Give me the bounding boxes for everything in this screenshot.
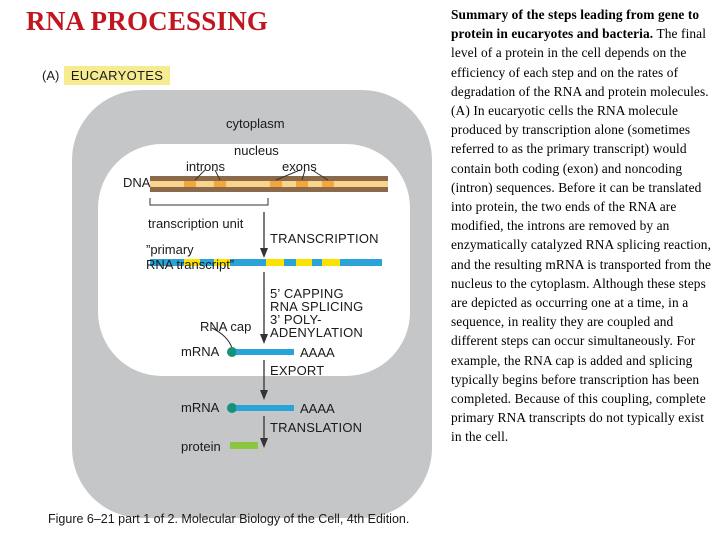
- mrna-cytoplasm-molecule: [227, 403, 294, 413]
- summary-body: The final level of a protein in the cell…: [451, 26, 712, 445]
- label-polya-nucleus: AAAA: [300, 345, 335, 360]
- panel-letter: (A): [42, 68, 60, 83]
- dna-double-strand: [150, 176, 388, 192]
- figure-graphics: [72, 90, 432, 518]
- label-dna: DNA: [123, 175, 151, 190]
- label-nucleus: nucleus: [234, 143, 279, 158]
- arrow-processing: [260, 272, 268, 344]
- figure-caption: Figure 6–21 part 1 of 2. Molecular Biolo…: [48, 512, 410, 526]
- arrow-export: [260, 360, 268, 400]
- primary-rna-transcript: [150, 259, 382, 266]
- summary-lead: Summary of the steps leading from gene t…: [451, 7, 700, 42]
- step-capping-line4: ADENYLATION: [270, 325, 363, 340]
- arrow-transcription: [260, 212, 268, 258]
- rna-processing-figure: (A) EUCARYOTES cytoplasm nucleus introns…: [42, 66, 432, 526]
- step-translation: TRANSLATION: [270, 420, 363, 435]
- step-capping-line3: 3’ POLY-: [270, 312, 322, 327]
- mrna-nucleus-molecule: [211, 327, 294, 357]
- step-capping-line2: RNA SPLICING: [270, 299, 364, 314]
- label-rna-cap: RNA cap: [200, 319, 252, 334]
- label-protein: protein: [181, 439, 221, 454]
- label-polya-cytoplasm: AAAA: [300, 401, 335, 416]
- transcription-unit-bracket: [149, 198, 269, 206]
- label-exons: exons: [282, 159, 317, 174]
- step-transcription: TRANSCRIPTION: [270, 231, 379, 246]
- label-cytoplasm: cytoplasm: [226, 116, 285, 131]
- step-capping-line1: 5’ CAPPING: [270, 286, 344, 301]
- label-mrna-cytoplasm: mRNA: [181, 400, 220, 415]
- protein-molecule: [230, 442, 258, 449]
- panel-badge: EUCARYOTES: [64, 66, 170, 85]
- label-primary-line2: RNA transcript”: [146, 257, 235, 272]
- label-transcription-unit: transcription unit: [148, 216, 244, 231]
- step-export: EXPORT: [270, 363, 325, 378]
- slide-title: RNA PROCESSING: [26, 6, 269, 36]
- arrow-translation: [260, 416, 268, 448]
- label-introns: introns: [186, 159, 226, 174]
- intron-exon-pointers: [194, 169, 329, 181]
- label-mrna-nucleus: mRNA: [181, 344, 220, 359]
- summary-text: Summary of the steps leading from gene t…: [451, 5, 717, 447]
- label-primary-line1: ”primary: [146, 242, 194, 257]
